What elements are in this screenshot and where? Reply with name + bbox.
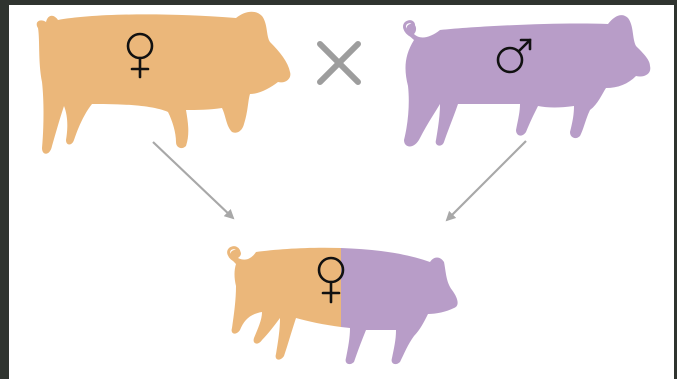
male-symbol-icon bbox=[496, 38, 532, 74]
arrow-left-to-offspring bbox=[152, 141, 235, 220]
male-pig-icon bbox=[403, 15, 651, 147]
offspring-female-symbol-icon bbox=[317, 256, 345, 304]
offspring-pig-icon bbox=[227, 246, 458, 365]
frame-border-right bbox=[674, 0, 677, 379]
female-symbol-icon bbox=[126, 32, 154, 79]
female-pig-icon bbox=[36, 11, 291, 154]
frame-border-left bbox=[0, 0, 9, 379]
cross-icon bbox=[317, 41, 361, 85]
arrow-right-to-offspring bbox=[445, 140, 527, 222]
frame-border-top bbox=[0, 0, 677, 5]
